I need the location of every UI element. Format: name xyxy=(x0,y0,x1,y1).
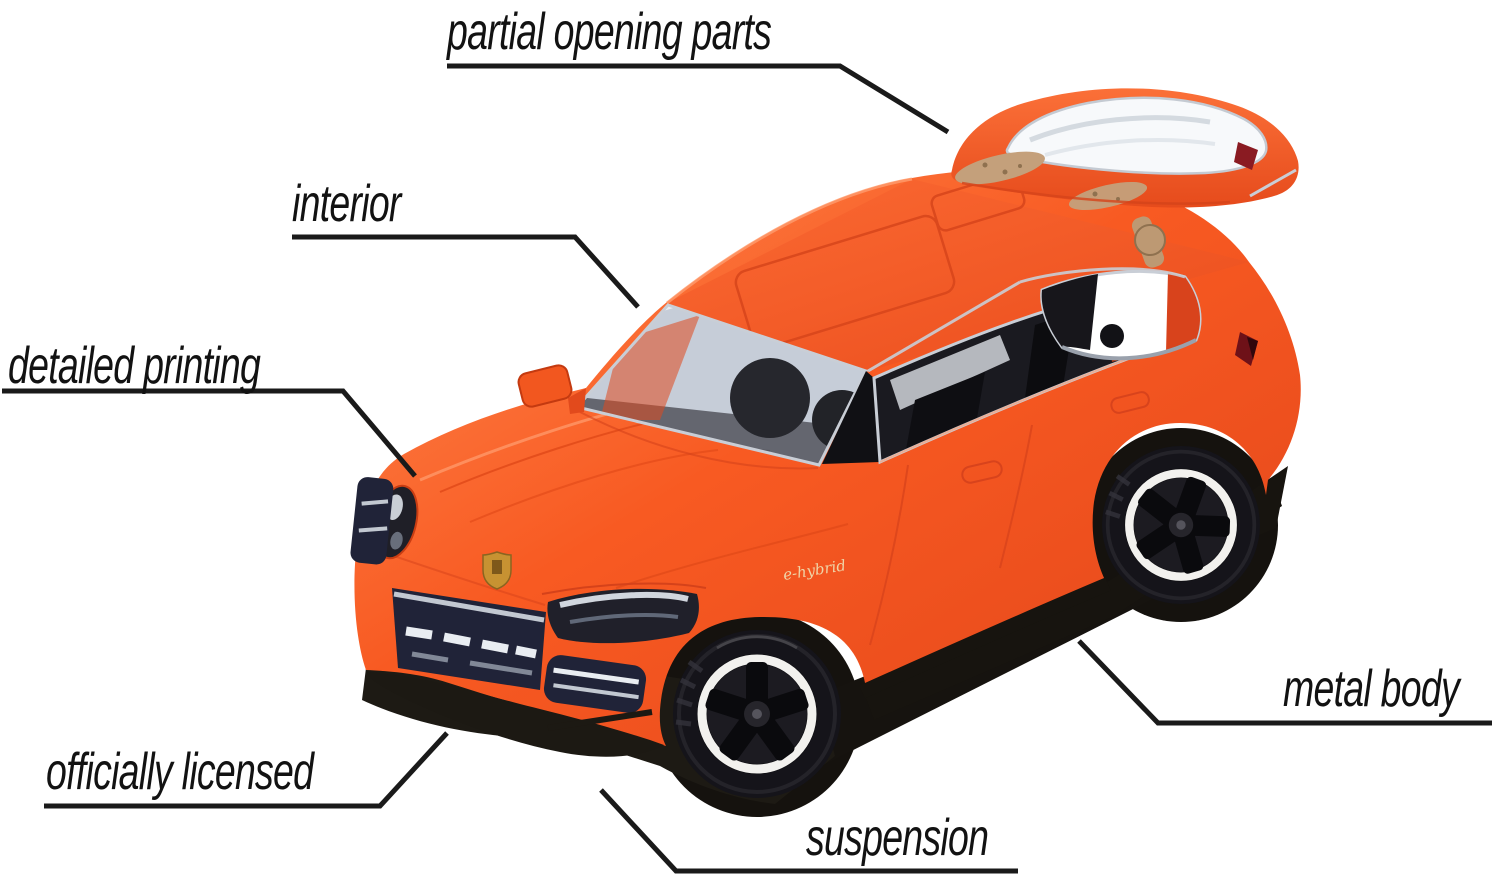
side-mirror xyxy=(517,364,586,414)
porsche-crest-icon xyxy=(482,551,512,590)
open-tailgate xyxy=(951,88,1299,268)
label-officially-licensed: officially licensed xyxy=(46,743,314,801)
tailgate-seal-front xyxy=(955,151,1045,185)
leader-suspension xyxy=(599,788,1018,874)
leader-detailed-printing xyxy=(2,388,417,478)
left-air-intake xyxy=(350,477,394,565)
car-roof xyxy=(667,179,1249,371)
black-trim xyxy=(366,577,1111,757)
label-interior: interior xyxy=(292,175,401,233)
leader-partial-opening-parts xyxy=(447,63,950,135)
front-wheel xyxy=(673,630,841,798)
label-metal-body: metal body xyxy=(1283,660,1460,718)
headlight-right xyxy=(541,582,707,644)
label-suspension: suspension xyxy=(806,809,989,867)
front-door-handle xyxy=(961,460,1003,484)
tailgate-hinge xyxy=(1134,224,1166,256)
leader-metal-body xyxy=(1077,639,1492,726)
roof-left-rail xyxy=(666,177,913,305)
rear-door-handle xyxy=(1110,391,1150,414)
label-partial-opening-parts: partial opening parts xyxy=(447,3,772,61)
taillight-dark xyxy=(1247,337,1258,360)
leader-interior xyxy=(292,234,640,309)
tailgate-seal-rear xyxy=(1068,182,1148,210)
tailgate-opening xyxy=(1040,270,1202,361)
tailgate-brake-light xyxy=(1234,142,1258,170)
b-pillar xyxy=(822,371,880,464)
drip-rail xyxy=(1019,267,1186,284)
roof-right-rail xyxy=(867,280,1021,373)
leader-officially-licensed xyxy=(44,731,449,809)
rear-wheel xyxy=(1102,446,1260,604)
front-grille xyxy=(392,588,546,690)
right-air-intake xyxy=(543,655,647,713)
label-detailed-printing: detailed printing xyxy=(8,337,261,395)
